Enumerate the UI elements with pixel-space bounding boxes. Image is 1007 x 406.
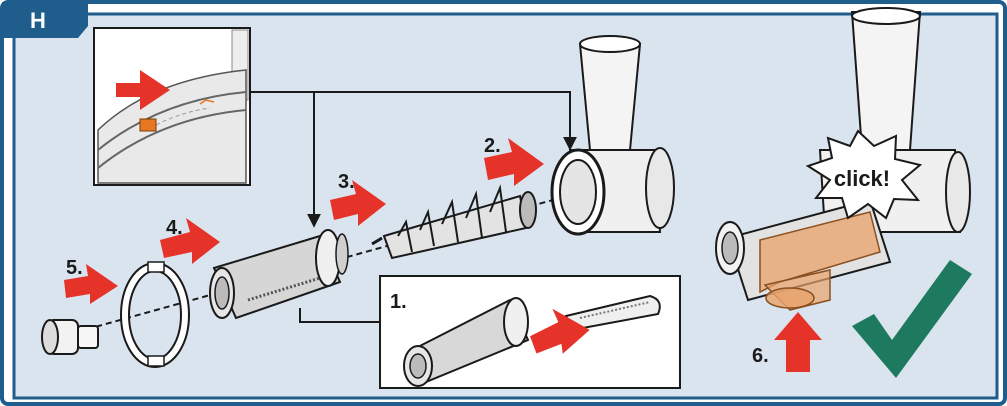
step-2-label: 2. <box>484 135 501 157</box>
step-5-label: 5. <box>66 257 83 279</box>
inset-detail-marker <box>94 28 250 185</box>
step-6-label: 6. <box>752 345 769 367</box>
step-4-label: 4. <box>166 217 183 239</box>
step-1-label: 1. <box>390 291 407 313</box>
orange-marker-icon <box>140 119 156 131</box>
step-3-label: 3. <box>338 171 355 193</box>
inset-step1-box <box>380 276 680 388</box>
end-cap-part <box>42 320 98 354</box>
click-text: click! <box>834 166 890 191</box>
panel-letter-tab: H <box>2 2 88 38</box>
panel-letter: H <box>30 8 46 33</box>
